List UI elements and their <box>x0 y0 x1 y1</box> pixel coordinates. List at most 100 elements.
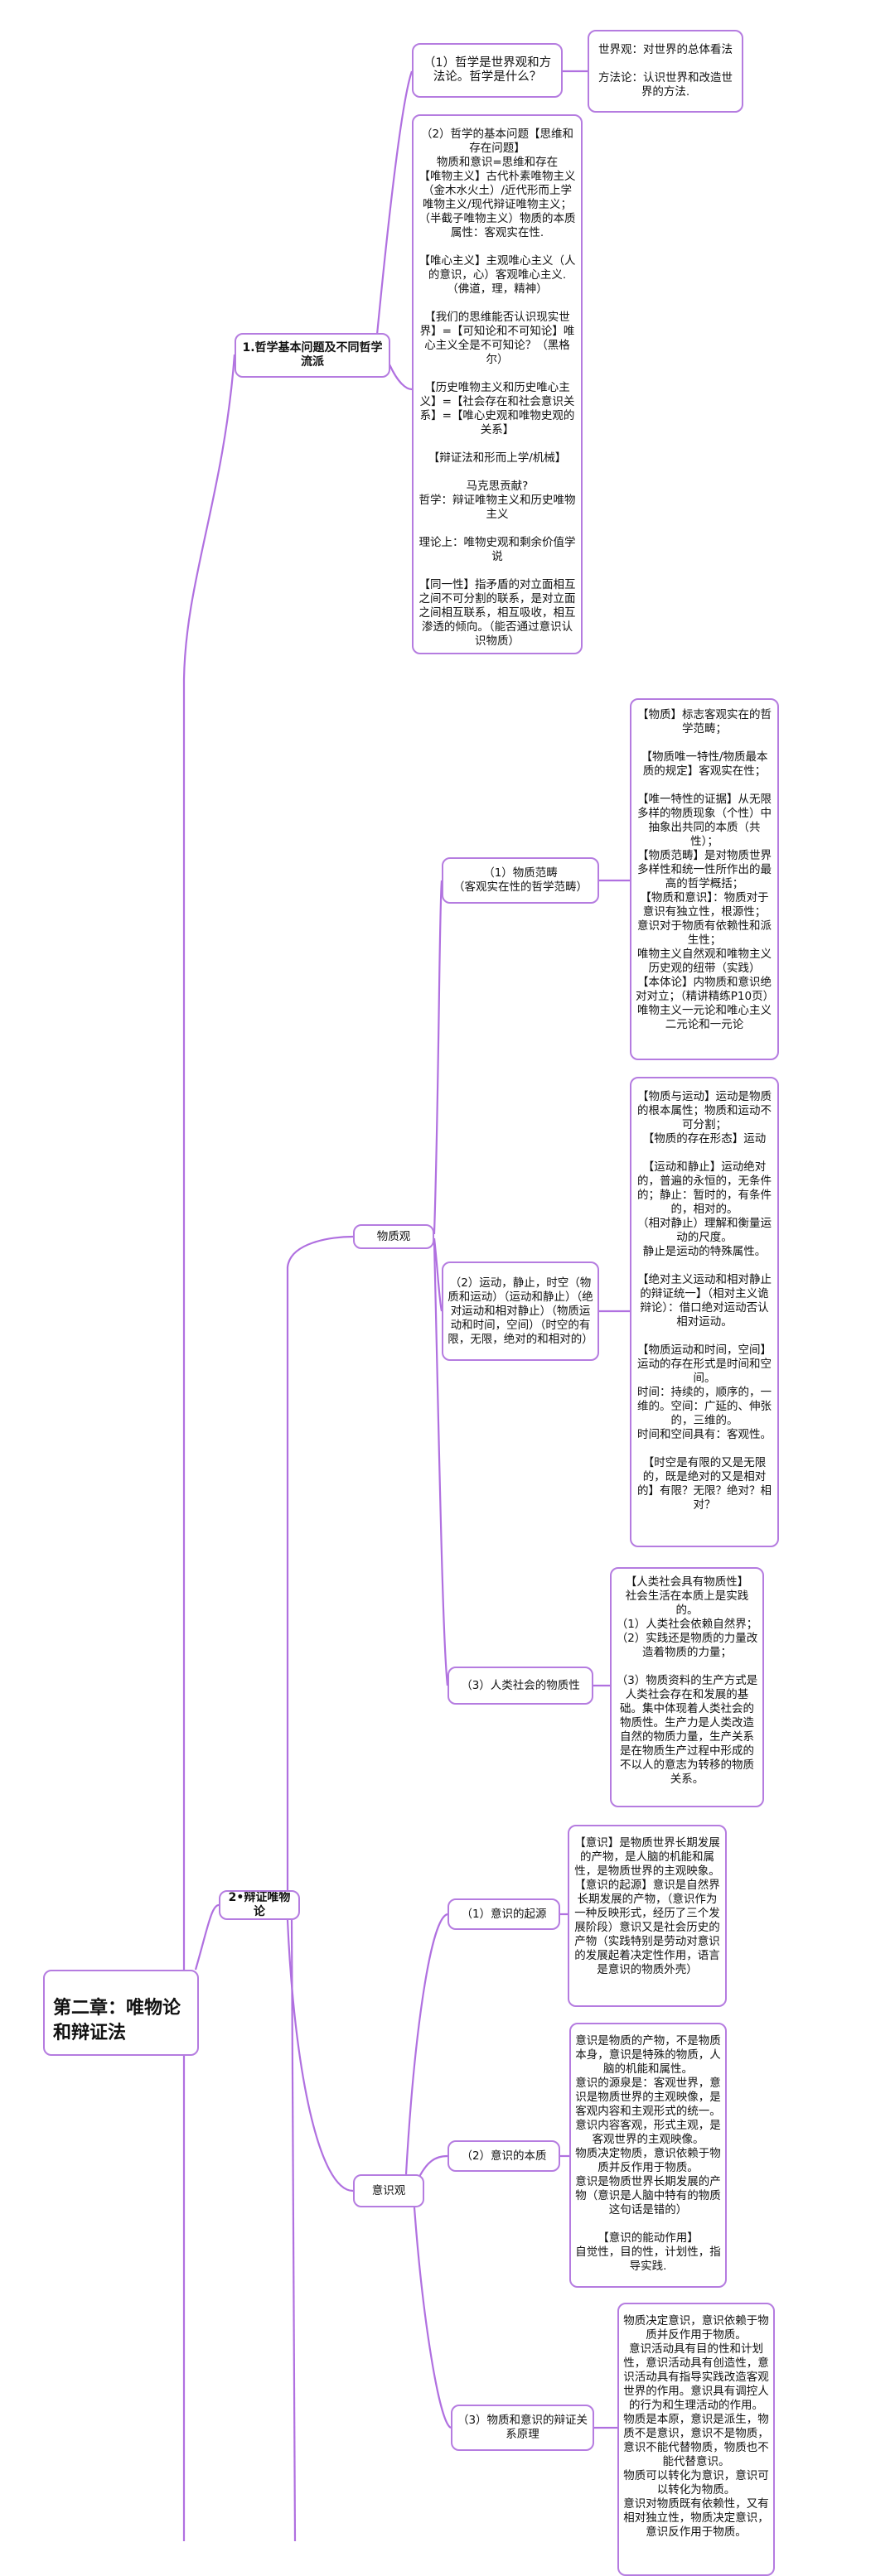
branch2-title: 2•辩证唯物论 <box>228 1891 291 1918</box>
node-text-line: 自觉性，目的性，计划性，指导实践. <box>575 2246 721 2273</box>
node-text-line: 【物质运动和时间，空间】运动的存在形式是时间和空间。 <box>637 1343 772 1385</box>
link-branch2-continue <box>290 1919 297 2541</box>
node-text-line: 物质是本原，意识是派生，物质不是意识，意识不是物质，意识不能代替物质，物质也不能… <box>623 2413 769 2468</box>
node-text-line: 【唯一特性的证据】从无限多样的物质现象（个性）中抽象出共同的本质（共性）； <box>637 793 772 848</box>
text-group: （2）意识的本质 <box>453 2149 554 2164</box>
node-text-line: 【物质和意识】：物质对于意识有独立性，根源性； <box>640 891 769 919</box>
branch1-sub1-detail[interactable]: 世界观：对世界的总体看法方法论：认识世界和改造世界的方法. <box>588 30 743 113</box>
node-text-line: 【物质范畴】是对物质世界多样性和统一性所作出的最高的哲学概括； <box>637 849 772 890</box>
node-text-line: 意识是物质世界长期发展的产物（意识是人脑中特有的物质这句话是错的） <box>575 2175 721 2217</box>
text-group: 方法论：认识世界和改造世界的方法. <box>593 71 738 99</box>
text-group: （1）物质范畴（客观实在性的哲学范畴） <box>448 866 593 895</box>
text-group: 【历史唯物主义和历史唯心主义】=【社会存在和社会意识关系】=【唯心史观和唯物史观… <box>418 381 577 437</box>
node-text-line: （相对静止）理解和衡量运动的尺度。 <box>637 1217 772 1244</box>
branch1-title: 1.哲学基本问题及不同哲学流派 <box>242 341 383 369</box>
node-text-line: 【意识】是物质世界长期发展的产物，是人脑的机能和属性，是物质世界的主观映象。 <box>574 1836 720 1878</box>
branch1-sub1-node[interactable]: （1）哲学是世界观和方法论。哲学是什么？ <box>412 43 563 98</box>
node-text-line: 物质和意识=思维和存在 <box>436 156 559 169</box>
link-matter-sub3 <box>433 1242 449 1686</box>
node-text-line: 【物质与运动】运动是物质的根本属性；物质和运动不可分割； <box>637 1090 772 1131</box>
text-group: 【物质】标志客观实在的哲学范畴； <box>636 708 773 736</box>
node-text-line: 哲学：辩证唯物主义和历史唯物主义 <box>418 494 576 521</box>
matter-sub1-node[interactable]: （1）物质范畴（客观实在性的哲学范畴） <box>442 857 599 904</box>
node-text-line: 物质决定物质，意识依赖于物质并反作用于物质。 <box>575 2147 721 2174</box>
text-group: 【同一性】指矛盾的对立面相互之间不可分割的联系，是对立面之间相互联系，相互吸收，… <box>418 578 577 649</box>
root-node[interactable]: 第二章：唯物论和辩证法 <box>43 1970 199 2056</box>
node-text-line: 时间和空间具有：客观性。 <box>637 1428 772 1441</box>
link-cons-sub3 <box>413 2207 452 2429</box>
matter-sub3-node[interactable]: （3）人类社会的物质性 <box>448 1667 593 1705</box>
node-text-line: 【意识的起源】意识是自然界长期发展的产物，（意识作为一种反映形式，经历了三个发展… <box>574 1879 720 1976</box>
node-text-line: （3）物质和意识的辩证关系原理 <box>457 2414 588 2441</box>
consciousness-node[interactable]: 意识观 <box>353 2174 424 2207</box>
consciousness-sub3-node[interactable]: （3）物质和意识的辩证关系原理 <box>451 2405 594 2451</box>
text-group: 【运动和静止】运动绝对的，普遍的永恒的，无条件的；静止：暂时的，有条件的，相对的… <box>636 1160 773 1259</box>
node-text-line: 【物质的存在形态】运动 <box>642 1132 767 1146</box>
consciousness-sub2-node[interactable]: （2）意识的本质 <box>448 2140 560 2172</box>
link-branch2-consciousness <box>286 1919 354 2192</box>
node-text-line: 唯物主义一元论和唯心主义二元论和一元论 <box>637 1004 772 1031</box>
node-text-line: （3）物质资料的生产方式是人类社会存在和发展的基础。集中体现着人类社会的物质性。… <box>616 1674 758 1786</box>
node-text-line: 意识活动具有目的性和计划性，意识活动具有创造性，意识活动具有指导实践改造客观世界… <box>623 2342 769 2412</box>
node-text-line: 理论上：唯物史观和剩余价值学说 <box>418 536 576 563</box>
node-text-line: 【唯心主义】主观唯心主义（人的意识，心）客观唯心主义.（佛道，理，精神） <box>418 254 576 296</box>
branch2-node[interactable]: 2•辩证唯物论 <box>219 1890 300 1920</box>
matter-sub2-detail[interactable]: 【物质与运动】运动是物质的根本属性；物质和运动不可分割；【物质的存在形态】运动【… <box>630 1077 779 1547</box>
node-text-line: （1）物质范畴 <box>483 866 558 880</box>
matter-sub1-detail[interactable]: 【物质】标志客观实在的哲学范畴； 【物质唯一特性/物质最本质的规定】客观实在性； 【… <box>630 698 779 1060</box>
matter-sub3-detail[interactable]: 【人类社会具有物质性】社会生活在本质上是实践的。（1）人类社会依赖自然界；（2）… <box>610 1567 764 1807</box>
node-text-line: 意识对于物质有依赖性和派生性； <box>637 919 772 947</box>
node-text-line: 【本体论】内物质和意识绝对对立；（精讲精练P10页） <box>636 976 775 1003</box>
node-text-line: 社会生活在本质上是实践的。 <box>625 1589 749 1617</box>
root-title: 第二章：唯物论和辩证法 <box>53 1998 181 2043</box>
link-cons-sub1 <box>404 1913 448 2175</box>
node-text-line: 意识对物质既有依赖性，又有相对独立性，物质决定意识，意识反作用于物质。 <box>623 2497 769 2539</box>
node-text-line: 【唯物主义】古代朴素唯物主义（金木水火土）/近代形而上学唯物主义/现代辩证唯物主… <box>418 170 576 239</box>
node-text-line: 【人类社会具有物质性】 <box>625 1575 749 1589</box>
node-text-line: （2）哲学的基本问题【思维和存在问题】 <box>420 128 574 155</box>
text-group: 【物质运动和时间，空间】运动的存在形式是时间和空间。时间：持续的，顺序的，一维的… <box>636 1343 773 1442</box>
node-text-line: （2）意识的本质 <box>461 2149 547 2163</box>
node-text-line: 世界观：对世界的总体看法 <box>598 43 733 56</box>
consciousness-sub1-detail[interactable]: 【意识】是物质世界长期发展的产物，是人脑的机能和属性，是物质世界的主观映象。【意… <box>568 1825 727 2007</box>
link-root-branch2 <box>194 1903 220 1971</box>
branch1-node[interactable]: 1.哲学基本问题及不同哲学流派 <box>235 333 390 378</box>
link-branch1-sub1 <box>375 70 414 335</box>
text-group: 【绝对主义运动和相对静止的辩证统一】（相对主义诡辩论）：借口绝对运动否认相对运动… <box>636 1273 773 1329</box>
text-group: 【我们的思维能否认识现实世界】=【可知论和不可知论】唯心主义全是不可知论？（黑格… <box>418 311 577 367</box>
text-group: 意识是物质的产物，不是物质本身，意识是特殊的物质，人脑的机能和属性。意识的源泉是… <box>575 2034 721 2217</box>
node-text-line: 意识的源泉是：客观世界，意识是物质世界的主观映像，是客观内容和主观形式的统一。 <box>575 2077 721 2118</box>
text-group: 【辩证法和形而上学/机械】 <box>418 451 577 466</box>
node-text-line: 意识是物质的产物，不是物质本身，意识是特殊的物质，人脑的机能和属性。 <box>575 2034 721 2076</box>
node-text-line: 【同一性】指矛盾的对立面相互之间不可分割的联系，是对立面之间相互联系，相互吸收，… <box>418 578 576 648</box>
node-text-line: 唯物主义自然观和唯物主义历史观的纽带（实践） <box>637 948 772 975</box>
node-text-line: （2）运动，静止，时空（物质和运动）（运动和静止）（绝对运动和相对静止）（物质运… <box>448 1276 593 1346</box>
node-text-line: （1）意识的起源 <box>461 1907 547 1921</box>
node-text-line: 物质决定意识，意识依赖于物质并反作用于物质。 <box>623 2314 769 2342</box>
branch1-sub1-title: （1）哲学是世界观和方法论。哲学是什么？ <box>423 56 552 84</box>
node-text-line: （1）人类社会依赖自然界； <box>616 1618 758 1631</box>
node-text-line: 时间：持续的，顺序的，一维的。空间：广延的、伸张的，三维的。 <box>637 1386 772 1427</box>
text-group: （3）物质资料的生产方式是人类社会存在和发展的基础。集中体现着人类社会的物质性。… <box>616 1674 758 1787</box>
node-text-line: （客观实在性的哲学范畴） <box>453 880 588 894</box>
text-group: （1）意识的起源 <box>453 1908 554 1922</box>
node-text-line: 马克思贡献? <box>466 480 529 493</box>
text-group: 【唯心主义】主观唯心主义（人的意识，心）客观唯心主义.（佛道，理，精神） <box>418 254 577 297</box>
branch1-sub2-node[interactable]: （2）哲学的基本问题【思维和存在问题】物质和意识=思维和存在【唯物主义】古代朴素… <box>412 114 583 654</box>
consciousness-sub3-detail[interactable]: 物质决定意识，意识依赖于物质并反作用于物质。意识活动具有目的性和计划性，意识活动… <box>617 2303 775 2576</box>
consciousness-sub1-node[interactable]: （1）意识的起源 <box>448 1898 560 1930</box>
text-group: 【意识的能动作用】自觉性，目的性，计划性，指导实践. <box>575 2231 721 2274</box>
consciousness-sub2-detail[interactable]: 意识是物质的产物，不是物质本身，意识是特殊的物质，人脑的机能和属性。意识的源泉是… <box>569 2023 727 2288</box>
matter-sub2-node[interactable]: （2）运动，静止，时空（物质和运动）（运动和静止）（绝对运动和相对静止）（物质运… <box>442 1261 599 1361</box>
node-text-line: 【时空是有限的又是无限的，既是绝对的又是相对的】有限？无限？绝对？相对？ <box>637 1456 772 1512</box>
text-group: 【意识】是物质世界长期发展的产物，是人脑的机能和属性，是物质世界的主观映象。【意… <box>573 1836 721 1977</box>
text-group: 理论上：唯物史观和剩余价值学说 <box>418 536 577 564</box>
text-group: 【时空是有限的又是无限的，既是绝对的又是相对的】有限？无限？绝对？相对？ <box>636 1456 773 1512</box>
link-branch1-sub2 <box>388 364 413 391</box>
text-group: 【唯一特性的证据】从无限多样的物质现象（个性）中抽象出共同的本质（共性）；【物质… <box>636 793 775 1032</box>
text-group: （2）运动，静止，时空（物质和运动）（运动和静止）（绝对运动和相对静止）（物质运… <box>448 1276 593 1347</box>
matter-title: 物质观 <box>376 1229 411 1243</box>
matter-node[interactable]: 物质观 <box>353 1224 434 1249</box>
text-group: 【物质唯一特性/物质最本质的规定】客观实在性； <box>636 750 773 779</box>
